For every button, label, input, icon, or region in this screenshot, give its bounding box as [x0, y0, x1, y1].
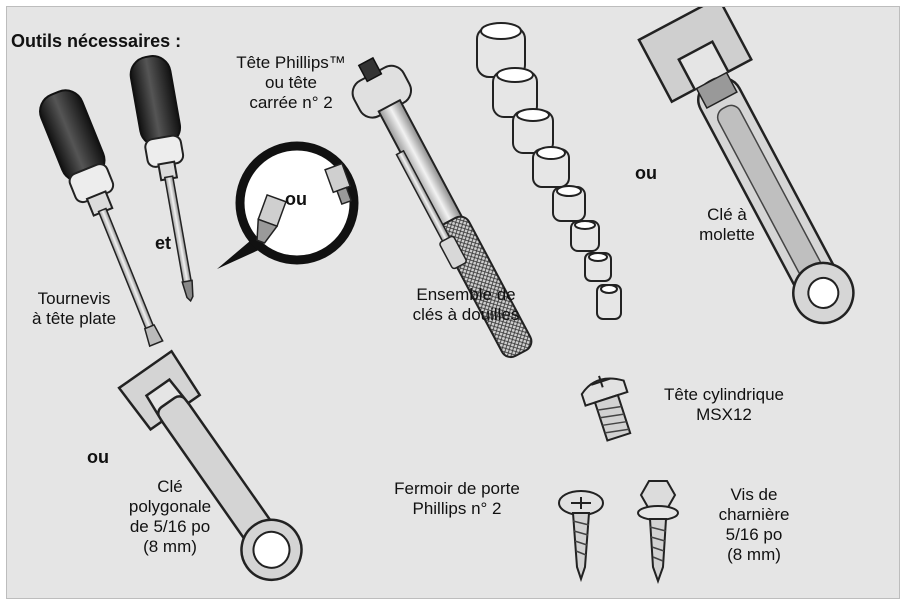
socket-set-icon	[351, 22, 622, 359]
combination-wrench-icon	[117, 349, 303, 582]
door-clasp-label: Fermoir de porte Phillips n° 2	[394, 479, 520, 518]
socket-set-label: Ensemble de clés à douilles	[412, 285, 520, 324]
and-conjunction: et	[155, 233, 172, 253]
adjustable-wrench-icon	[637, 7, 855, 325]
hinge-screw-icon	[637, 480, 679, 584]
driver-bits-callout-icon	[217, 141, 359, 269]
or-bits-conjunction: ou	[285, 189, 307, 209]
illustration-panel: Outils nécessaires : Tête Phillips™ ou t…	[6, 6, 900, 599]
flat-screwdriver-icon	[39, 89, 164, 348]
combination-wrench-label: Clé polygonale de 5/16 po (8 mm)	[128, 477, 212, 556]
section-title: Outils nécessaires :	[11, 31, 182, 51]
or-combination-conjunction: ou	[87, 447, 109, 467]
adjustable-wrench-label: Clé à molette	[699, 205, 755, 244]
pan-head-screw-icon	[580, 375, 632, 442]
flat-screwdriver-label: Tournevis à tête plate	[31, 289, 117, 328]
tools-illustration	[39, 7, 855, 584]
phillips-screwdriver-icon	[129, 55, 194, 303]
phillips-head-label: Tête Phillips™ ou tête carrée n° 2	[236, 53, 346, 112]
hinge-screw-label: Vis de charnière 5/16 po (8 mm)	[718, 485, 790, 564]
or-wrench-conjunction: ou	[635, 163, 657, 183]
pan-head-screw-label: Tête cylindrique MSX12	[663, 385, 784, 424]
phillips-clasp-screw-icon	[558, 490, 604, 583]
